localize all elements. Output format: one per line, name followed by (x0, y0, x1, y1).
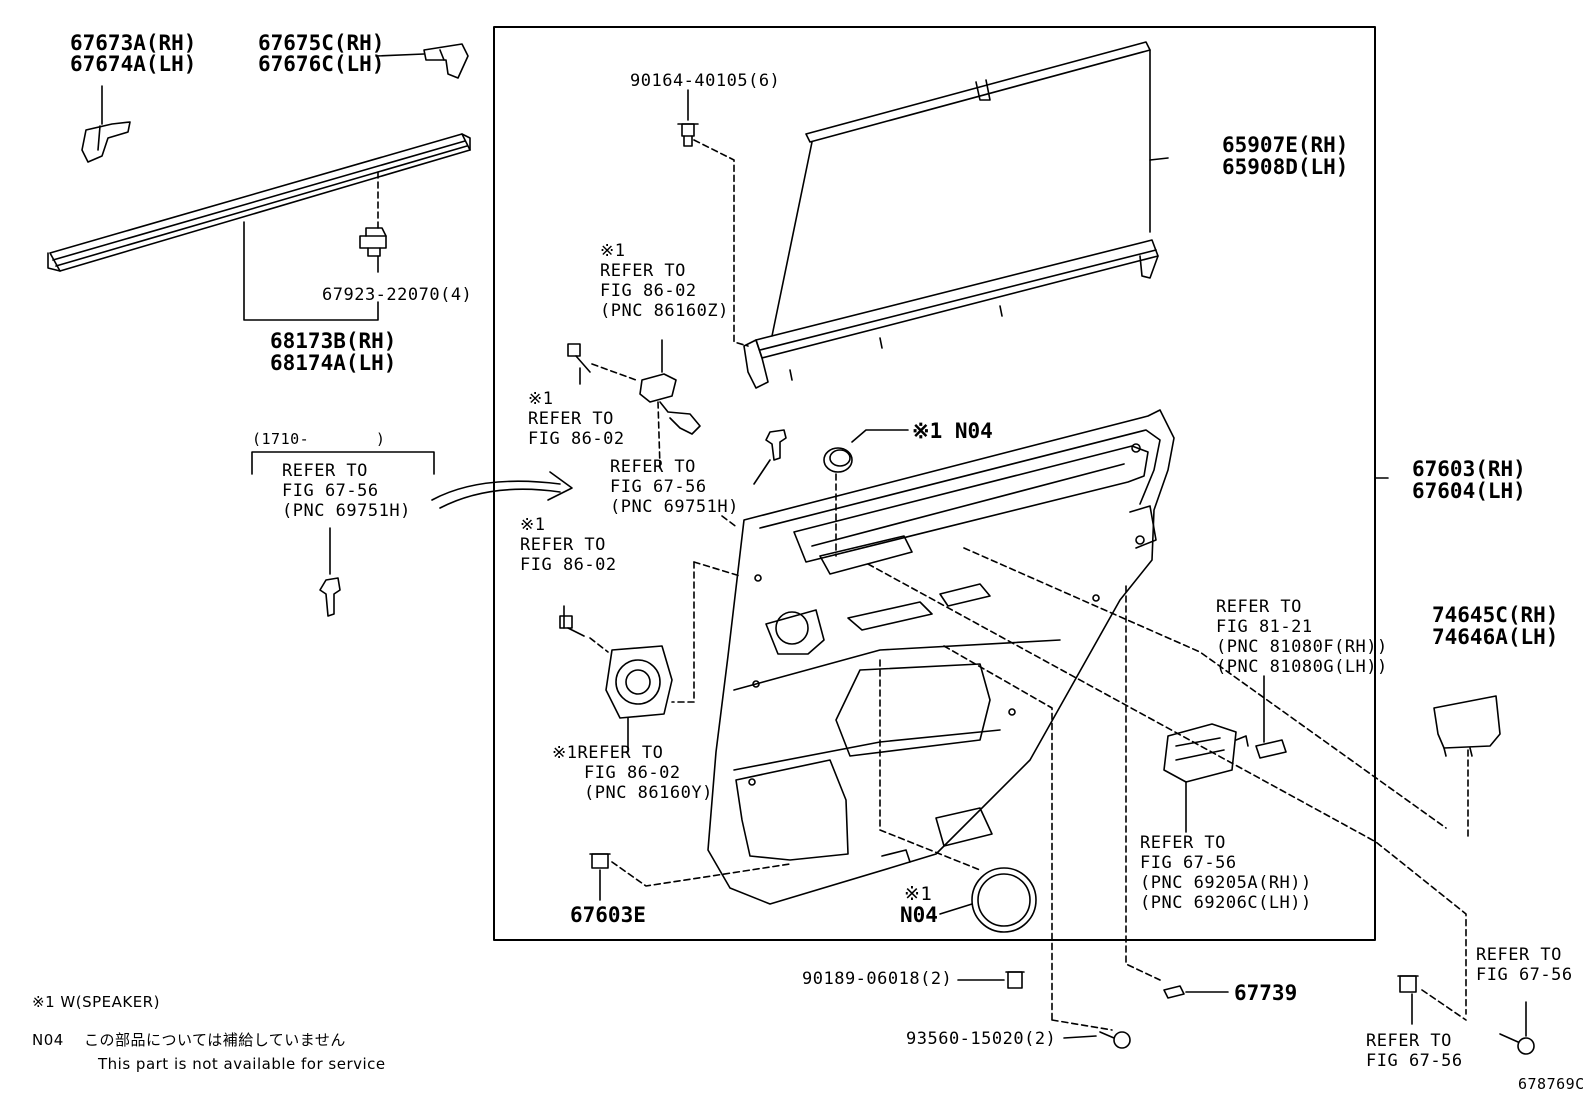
leader-handle-2 (943, 645, 1053, 1021)
end-cap-67675-drawing (423, 43, 469, 79)
bracket-1710 (251, 451, 435, 475)
screw-lower-right-drawing (1499, 1033, 1535, 1055)
leader-67603E-b (611, 861, 791, 887)
part-74645-rh: 74645C(RH) (1432, 603, 1559, 627)
part-93560: 93560-15020(2) (906, 1029, 1057, 1049)
belt-moulding-drawing (47, 133, 471, 272)
leader-clip-69751 (753, 459, 771, 485)
part-67739: 67739 (1234, 981, 1298, 1005)
leader-67739 (1125, 585, 1161, 981)
legend-n04-jp: この部品については補給していません (84, 1031, 346, 1049)
switch-86160Z-drawing (639, 373, 701, 435)
bezel-74645-drawing (1433, 695, 1501, 757)
legend-n04-en: This part is not available for service (98, 1055, 386, 1073)
clip-67603E-drawing (589, 853, 611, 869)
clip-left-drawing (319, 577, 341, 617)
leader-screw-switch (591, 363, 637, 381)
part-68173-rh: 68173B(RH) (270, 329, 397, 353)
leader-n04-bottom-b (879, 829, 981, 871)
leader-speaker-screw-b (589, 637, 609, 653)
leader-n04-top (851, 429, 909, 443)
end-piece-67673-drawing (81, 121, 131, 163)
n04-top-label: ※1 N04 (912, 419, 993, 443)
part-67603-rh: 67603(RH) (1412, 457, 1526, 481)
clip-90189-drawing (1005, 971, 1025, 989)
screw-speaker-drawing (559, 615, 585, 637)
n04-bottom-mark: ※1 (904, 883, 933, 905)
switch-81080-drawing (1255, 739, 1287, 759)
pad-67739-drawing (1163, 985, 1185, 999)
clip-69751-drawing (765, 429, 787, 461)
n04-bottom-label: N04 (900, 903, 938, 927)
part-67675-rh: 67675C(RH) (258, 31, 385, 55)
arrow-outside-head (547, 471, 573, 501)
leader-93560-b (1051, 1019, 1113, 1031)
part-65907-lh: 65908D(LH) (1222, 155, 1349, 179)
part-67675-lh: 67676C(LH) (258, 52, 385, 76)
clip-lower-right-drawing (1397, 975, 1419, 993)
speaker-drawing (605, 645, 673, 719)
leader-speaker-b (671, 561, 695, 703)
part-65907-rh: 65907E(RH) (1222, 133, 1349, 157)
clip-67923-drawing (359, 227, 387, 257)
part-67603E: 67603E (570, 903, 646, 927)
leader-93560 (1063, 1035, 1097, 1039)
door-trim-drawing (707, 409, 1175, 905)
leader-handle-3 (867, 563, 1467, 1015)
sunshade-drawing (743, 41, 1159, 389)
arrow-outside (431, 480, 561, 501)
part-90164: 90164-40105(6) (630, 71, 781, 91)
legend-n04-code: N04 (32, 1031, 64, 1049)
figure-id: 678769C (1518, 1075, 1585, 1093)
part-68173-lh: 68174A(LH) (270, 351, 397, 375)
part-67673-lh: 67674A(LH) (70, 52, 197, 76)
leader-moulding (243, 221, 379, 321)
part-74645-lh: 74646A(LH) (1432, 625, 1559, 649)
leader-86160Z-b (657, 401, 661, 469)
n04-cap-top-drawing (823, 447, 853, 473)
screw-switch-drawing (567, 343, 591, 373)
leader-clip-69751-b (721, 515, 739, 529)
leader-90164-screw (693, 139, 749, 347)
screw-90164-drawing (677, 123, 699, 147)
leader-65907 (1149, 157, 1169, 161)
part-67673-rh: 67673A(RH) (70, 31, 197, 55)
handle-frame-drawing (1163, 723, 1249, 783)
part-67603-lh: 67604(LH) (1412, 479, 1526, 503)
screw-93560-drawing (1099, 1031, 1131, 1049)
part-90189: 90189-06018(2) (802, 969, 953, 989)
leader-clip-lower-right-b (1421, 989, 1467, 1021)
leader-handle-1 (963, 547, 1447, 829)
legend-speaker-note: ※1 W(SPEAKER) (32, 993, 160, 1011)
leader-speaker-c (693, 561, 741, 577)
n04-cap-bottom-drawing (971, 867, 1037, 933)
assembly-frame (493, 26, 1376, 941)
part-67923: 67923-22070(4) (322, 285, 473, 305)
leader-67675 (375, 53, 425, 57)
arrow-outside-b (439, 488, 561, 509)
leader-n04-bottom (939, 903, 973, 915)
